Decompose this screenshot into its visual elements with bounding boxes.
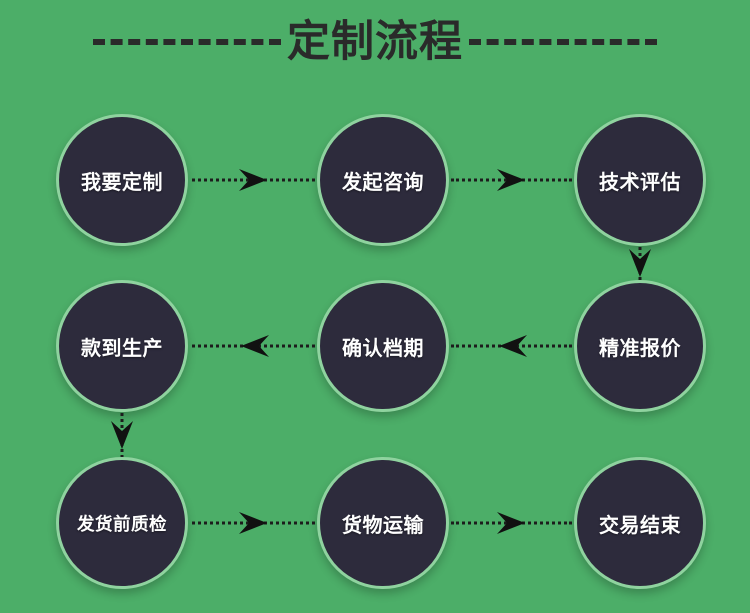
arrow-right-icon — [237, 510, 271, 536]
flow-node-step-9[interactable]: 交易结束 — [574, 457, 706, 589]
arrow-right-icon — [495, 510, 529, 536]
flow-node-label: 发起咨询 — [342, 171, 424, 194]
connector-step-7-to-step-8 — [192, 510, 315, 536]
flow-node-step-8[interactable]: 货物运输 — [317, 457, 449, 589]
connector-step-4-to-step-5 — [451, 333, 572, 359]
flow-node-label: 技术评估 — [599, 171, 681, 194]
page-title-text: 定制流程 — [287, 17, 463, 66]
flow-node-label: 款到生产 — [81, 337, 163, 360]
flow-node-label: 发货前质检 — [77, 513, 167, 534]
arrow-right-icon — [237, 167, 271, 193]
title-rule-right — [469, 39, 657, 45]
flow-node-step-6[interactable]: 款到生产 — [56, 280, 188, 412]
connector-step-6-to-step-7 — [109, 413, 135, 458]
flow-node-label: 确认档期 — [342, 337, 424, 360]
arrow-right-icon — [495, 167, 529, 193]
flow-node-label: 精准报价 — [599, 337, 681, 360]
connector-step-3-to-step-4 — [627, 247, 653, 281]
page-title: 定制流程 — [0, 12, 750, 72]
flow-node-step-7[interactable]: 发货前质检 — [56, 457, 188, 589]
flow-node-step-5[interactable]: 确认档期 — [317, 280, 449, 412]
flow-node-step-2[interactable]: 发起咨询 — [317, 114, 449, 246]
flow-node-label: 货物运输 — [342, 514, 424, 537]
arrow-left-icon — [495, 333, 529, 359]
arrow-left-icon — [237, 333, 271, 359]
connector-step-1-to-step-2 — [192, 167, 315, 193]
flow-node-label: 我要定制 — [81, 171, 163, 194]
flow-node-step-4[interactable]: 精准报价 — [574, 280, 706, 412]
flow-node-label: 交易结束 — [599, 514, 681, 537]
connector-step-5-to-step-6 — [192, 333, 315, 359]
flow-node-step-1[interactable]: 我要定制 — [56, 114, 188, 246]
flow-node-step-3[interactable]: 技术评估 — [574, 114, 706, 246]
arrow-down-icon — [109, 419, 135, 453]
arrow-down-icon — [627, 247, 653, 281]
connector-step-2-to-step-3 — [451, 167, 572, 193]
title-rule-left — [93, 39, 281, 45]
connector-step-8-to-step-9 — [451, 510, 572, 536]
